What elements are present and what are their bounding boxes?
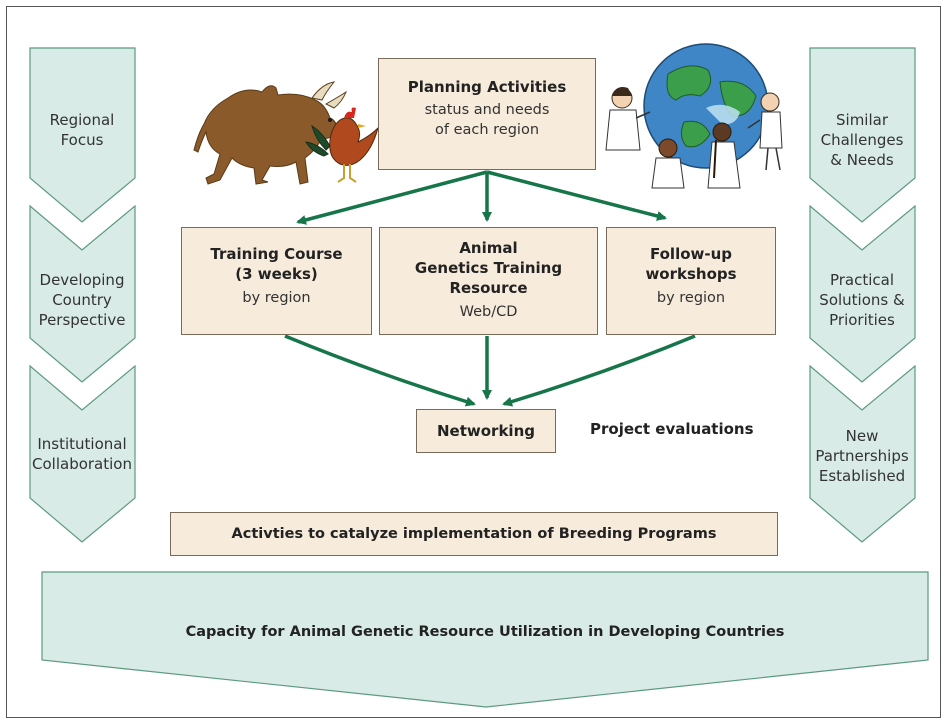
follow-up-workshops-box: Follow-up workshops by region xyxy=(606,227,776,335)
right-chevron-similar-challenges xyxy=(809,47,916,223)
arrow-followup-to-networking xyxy=(502,334,696,407)
arrow-planning-to-followup xyxy=(486,170,667,221)
training-title-line-2: (3 weeks) xyxy=(235,265,318,283)
planning-title: Planning Activities xyxy=(407,78,567,96)
capacity-base-label: Capacity for Animal Genetic Resource Uti… xyxy=(185,624,785,640)
networking-box: Networking xyxy=(416,409,556,453)
left-chevron-institutional xyxy=(29,364,136,543)
resource-title-line-1: Animal xyxy=(459,239,518,257)
training-sub: by region xyxy=(242,290,311,306)
catalyze-activities-box: Activties to catalyze implementation of … xyxy=(170,512,778,556)
arrow-training-to-networking xyxy=(284,334,476,407)
left-chevron-regional-focus xyxy=(29,47,136,223)
followup-sub: by region xyxy=(656,290,726,306)
globe-with-children-icon xyxy=(605,43,783,189)
rooster-icon xyxy=(305,107,379,183)
bull-icon xyxy=(193,81,348,185)
planning-sub-line-1: status and needs xyxy=(424,102,550,118)
right-chevron-new-partnerships xyxy=(809,364,916,543)
genetics-training-resource-box: Animal Genetics Training Resource Web/CD xyxy=(379,227,598,335)
base-capacity-arrow xyxy=(41,571,929,708)
diagram-frame xyxy=(6,6,941,718)
followup-title-line-2: workshops xyxy=(645,265,737,283)
training-title-line-1: Training Course xyxy=(210,245,343,263)
resource-title-line-2: Genetics Training xyxy=(414,259,563,277)
followup-title-line-1: Follow-up xyxy=(649,245,733,263)
training-course-box: Training Course (3 weeks) by region xyxy=(181,227,372,335)
left-chevron-developing-country xyxy=(29,204,136,383)
networking-title: Networking xyxy=(437,422,535,440)
planning-sub-line-2: of each region xyxy=(434,122,540,138)
right-chevron-practical-solutions xyxy=(809,204,916,383)
activities-title: Activties to catalyze implementation of … xyxy=(231,526,717,542)
resource-title-line-3: Resource xyxy=(449,279,528,297)
flow-arrows xyxy=(284,170,696,407)
resource-sub: Web/CD xyxy=(459,304,518,320)
arrow-planning-to-training xyxy=(296,170,488,225)
planning-activities-box: Planning Activities status and needs of … xyxy=(378,58,596,170)
project-evaluations-label: Project evaluations xyxy=(590,420,754,438)
